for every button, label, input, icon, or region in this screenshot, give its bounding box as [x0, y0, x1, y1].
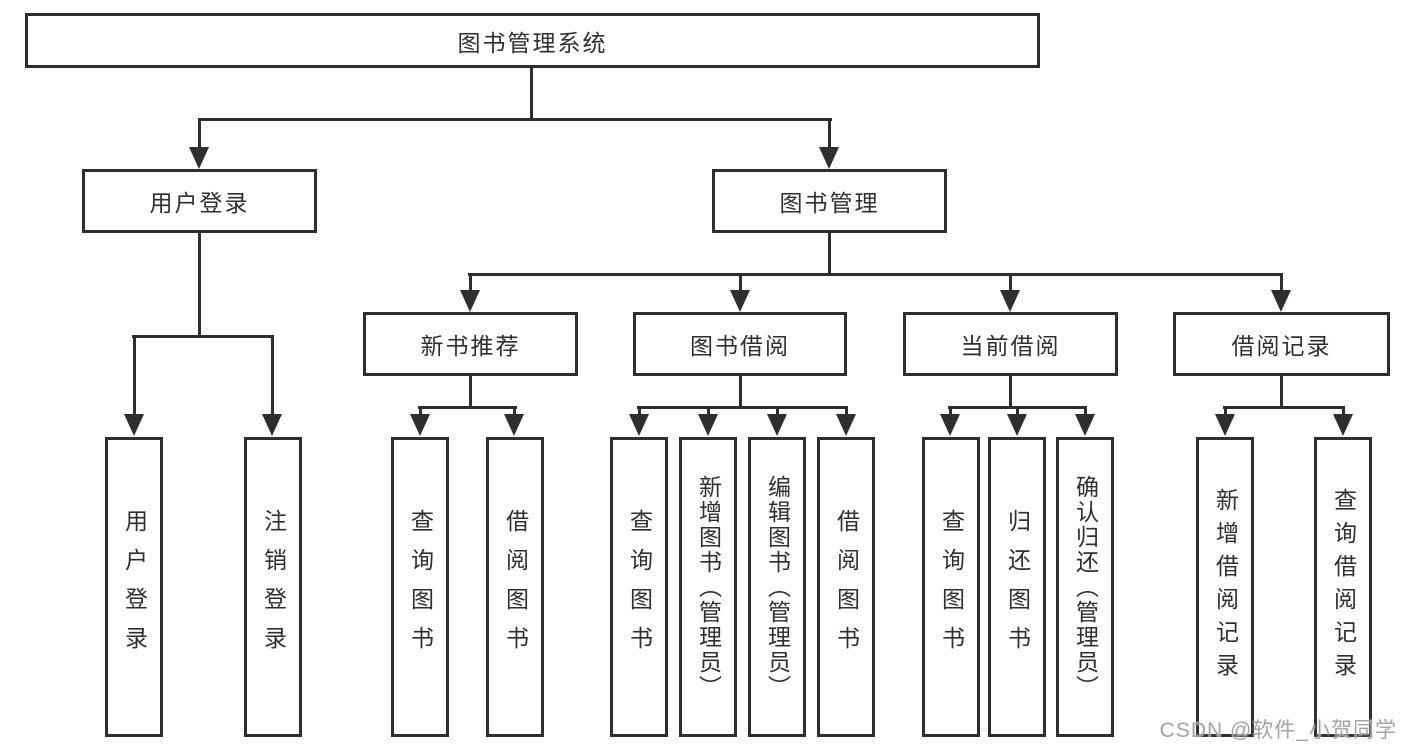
connector-drop-book-borrow	[739, 273, 742, 293]
leaf-query-borrow-record: 查询借阅记录	[1314, 437, 1372, 737]
arrow-new-book	[460, 290, 480, 312]
connector-book-borrow-hline	[637, 406, 848, 409]
leaf-return-books: 归还图书	[988, 437, 1046, 737]
connector-new-book-hline	[418, 406, 517, 409]
node-current-borrowing: 当前借阅	[903, 312, 1118, 376]
csdn-watermark: CSDN @软件_小贺同学	[1159, 719, 1397, 742]
arrow-book-mgmt	[819, 147, 839, 169]
leaf-query-books: 查询图书	[922, 437, 980, 737]
connector-borrow-records-hline	[1223, 406, 1345, 409]
connector-user-login-stem	[198, 233, 201, 338]
leaf-add-borrow-record: 新增借阅记录	[1196, 437, 1254, 737]
arrow-book-borrow	[730, 290, 750, 312]
connector-drop	[776, 406, 779, 418]
connector-drop-new-book	[469, 273, 472, 293]
leaf-query-books: 查询图书	[391, 437, 449, 737]
arrow-leaf	[1075, 414, 1095, 436]
arrow-leaf	[767, 414, 787, 436]
connector-current-borrow-stem	[1009, 376, 1012, 409]
leaf-borrow-books: 借阅图书	[486, 437, 544, 737]
connector-book-borrow-stem	[739, 376, 742, 409]
leaf-user-login: 用户登录	[105, 437, 163, 737]
connector-drop-leaf-login	[133, 335, 136, 417]
connector-drop	[638, 406, 641, 418]
connector-drop	[707, 406, 710, 418]
connector-book-mgmt-stem	[828, 233, 831, 275]
connector-user-login-hline	[132, 335, 274, 338]
connector-drop	[419, 406, 422, 418]
arrow-leaf	[1333, 414, 1353, 436]
arrow-leaf-login	[124, 414, 144, 436]
node-book-management: 图书管理	[712, 169, 947, 233]
connector-drop	[513, 406, 516, 418]
node-book-borrowing: 图书借阅	[633, 312, 847, 376]
connector-book-mgmt-hline	[468, 273, 1283, 276]
node-user-login: 用户登录	[82, 169, 317, 233]
connector-drop	[1342, 406, 1345, 418]
leaf-query-books: 查询图书	[610, 437, 668, 737]
connector-borrow-records-stem	[1280, 376, 1283, 409]
connector-drop	[1084, 406, 1087, 418]
leaf-confirm-return-admin: 确认归还（管理员）	[1056, 437, 1114, 737]
arrow-leaf-logout	[262, 414, 282, 436]
arrow-leaf	[504, 414, 524, 436]
arrow-leaf	[836, 414, 856, 436]
connector-drop-current-borrow	[1009, 273, 1012, 293]
arrow-leaf	[698, 414, 718, 436]
leaf-logout: 注销登录	[244, 437, 302, 737]
arrow-current-borrow	[1000, 290, 1020, 312]
connector-root-hline	[198, 118, 832, 121]
leaf-edit-books-admin: 编辑图书（管理员）	[748, 437, 806, 737]
node-borrowing-records: 借阅记录	[1173, 312, 1390, 376]
arrow-leaf	[1007, 414, 1027, 436]
arrow-leaf	[629, 414, 649, 436]
connector-root-stem	[530, 68, 533, 120]
connector-drop	[949, 406, 952, 418]
connector-drop-leaf-logout	[271, 335, 274, 417]
connector-drop-user-login	[198, 118, 201, 150]
node-new-book-recommend: 新书推荐	[363, 312, 578, 376]
connector-new-book-stem	[469, 376, 472, 409]
node-library-management-system: 图书管理系统	[25, 13, 1040, 68]
connector-drop-book-mgmt	[828, 118, 831, 150]
leaf-borrow-books: 借阅图书	[817, 437, 875, 737]
arrow-leaf	[410, 414, 430, 436]
arrow-leaf	[1215, 414, 1235, 436]
connector-drop	[1224, 406, 1227, 418]
arrow-leaf	[940, 414, 960, 436]
connector-drop	[1016, 406, 1019, 418]
leaf-add-books-admin: 新增图书（管理员）	[679, 437, 737, 737]
connector-drop-borrow-records	[1280, 273, 1283, 293]
arrow-user-login	[189, 147, 209, 169]
arrow-borrow-records	[1271, 290, 1291, 312]
connector-drop	[845, 406, 848, 418]
